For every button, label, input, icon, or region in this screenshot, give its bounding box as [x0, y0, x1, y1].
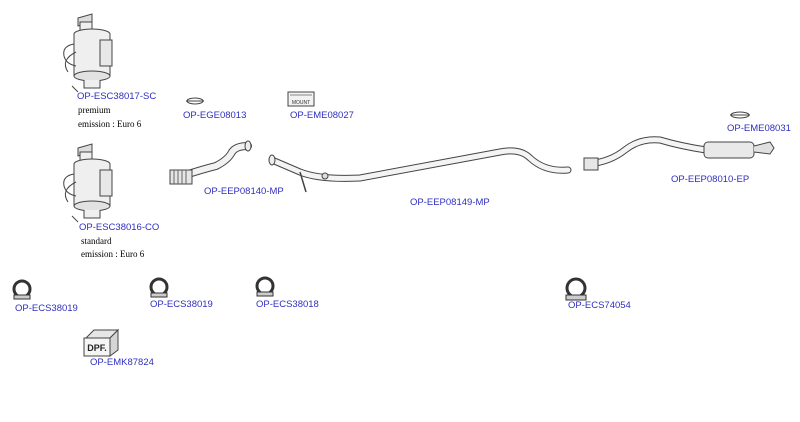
rear-silencer-icon[interactable] [583, 136, 775, 171]
particulate-filter-icon[interactable] [63, 13, 113, 93]
part-note-emission: emission : Euro 6 [81, 249, 145, 259]
part-code-ege08013[interactable]: OP-EGE08013 [183, 110, 247, 121]
part-code-eep08149[interactable]: OP-EEP08149-MP [410, 197, 490, 208]
part-note-premium: premium [78, 105, 111, 115]
clamp-icon[interactable] [255, 276, 275, 297]
small-gasket-icon[interactable] [186, 97, 204, 105]
part-code-eme08027[interactable]: OP-EME08027 [290, 110, 354, 121]
part-code-eme08031[interactable]: OP-EME08031 [727, 123, 791, 134]
part-code-eep08140[interactable]: OP-EEP08140-MP [204, 186, 284, 197]
front-flex-pipe-icon[interactable] [169, 140, 252, 185]
mounting-kit-label: MOUNT [292, 100, 310, 106]
particulate-filter-icon[interactable] [63, 143, 113, 223]
part-code-ecs38019[interactable]: OP-ECS38019 [15, 303, 78, 314]
part-code-eep08010[interactable]: OP-EEP08010-EP [671, 174, 750, 185]
part-code-ecs74054[interactable]: OP-ECS74054 [568, 300, 631, 311]
part-code-esc38016[interactable]: OP-ESC38016-CO [79, 222, 160, 233]
part-code-esc38017[interactable]: OP-ESC38017-SC [77, 91, 157, 102]
clamp-icon[interactable] [12, 279, 32, 300]
clamp-icon[interactable] [565, 277, 587, 301]
dpf-box-icon[interactable]: DPF. [83, 328, 120, 357]
dpf-box-label: DPF. [87, 343, 107, 353]
part-note-emission: emission : Euro 6 [78, 119, 142, 129]
small-gasket-icon[interactable] [730, 111, 750, 119]
middle-pipe-icon[interactable] [268, 147, 572, 193]
mounting-kit-icon[interactable]: MOUNT [287, 91, 315, 107]
part-code-ecs38018[interactable]: OP-ECS38018 [256, 299, 319, 310]
part-code-emk87824[interactable]: OP-EMK87824 [90, 357, 154, 368]
clamp-icon[interactable] [149, 277, 169, 298]
part-code-ecs38019[interactable]: OP-ECS38019 [150, 299, 213, 310]
part-note-standard: standard [81, 236, 112, 246]
